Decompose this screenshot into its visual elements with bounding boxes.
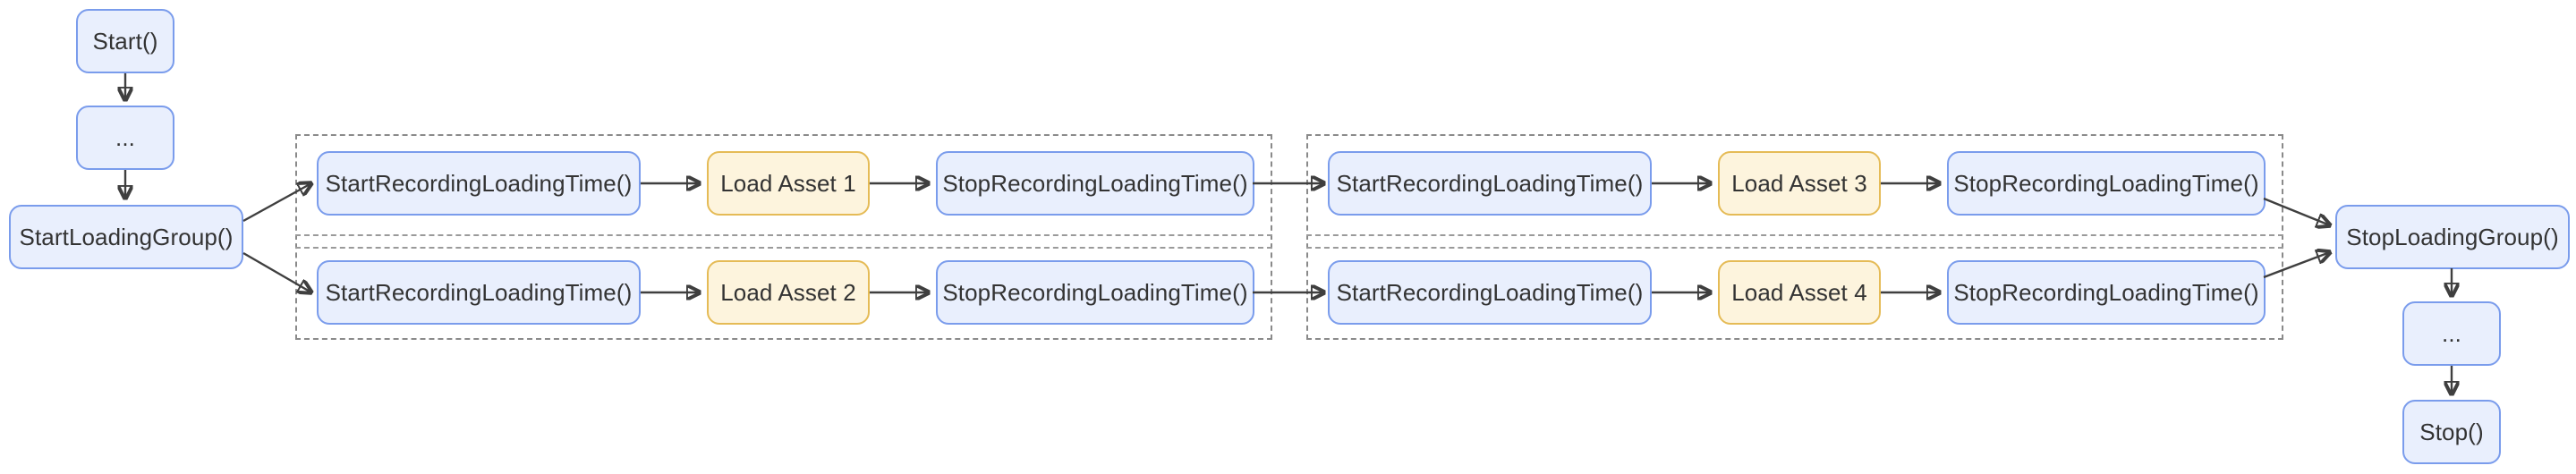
node-g1-lane1-start-recording[interactable]: StartRecordingLoadingTime() (317, 151, 641, 216)
node-g1-lane2-stop-recording[interactable]: StopRecordingLoadingTime() (936, 260, 1254, 325)
group-lane-divider-2 (1306, 234, 2283, 249)
node-g2-lane4-load-asset[interactable]: Load Asset 4 (1718, 260, 1881, 325)
node-ellipsis-top[interactable]: ... (76, 106, 174, 170)
node-start-loading-group[interactable]: StartLoadingGroup() (9, 205, 243, 269)
node-stop-loading-group[interactable]: StopLoadingGroup() (2335, 205, 2570, 269)
node-g1-lane2-start-recording[interactable]: StartRecordingLoadingTime() (317, 260, 641, 325)
node-g2-lane4-stop-recording[interactable]: StopRecordingLoadingTime() (1947, 260, 2266, 325)
node-ellipsis-bottom[interactable]: ... (2402, 301, 2501, 366)
node-g1-lane1-stop-recording[interactable]: StopRecordingLoadingTime() (936, 151, 1254, 216)
group-container-1 (295, 134, 1272, 340)
node-g2-lane4-start-recording[interactable]: StartRecordingLoadingTime() (1328, 260, 1652, 325)
node-g2-lane3-stop-recording[interactable]: StopRecordingLoadingTime() (1947, 151, 2266, 216)
node-start[interactable]: Start() (76, 9, 174, 73)
node-g1-lane2-load-asset[interactable]: Load Asset 2 (707, 260, 870, 325)
node-stop[interactable]: Stop() (2402, 400, 2501, 464)
node-g2-lane3-start-recording[interactable]: StartRecordingLoadingTime() (1328, 151, 1652, 216)
node-g1-lane1-load-asset[interactable]: Load Asset 1 (707, 151, 870, 216)
group-lane-divider-1 (295, 234, 1272, 249)
group-container-2 (1306, 134, 2283, 340)
node-g2-lane3-load-asset[interactable]: Load Asset 3 (1718, 151, 1881, 216)
